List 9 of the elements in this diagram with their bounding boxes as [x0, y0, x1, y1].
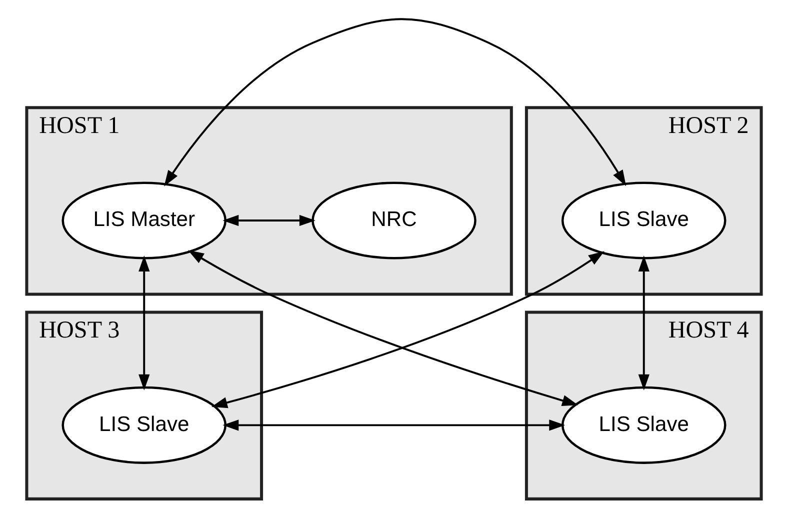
arrow [638, 255, 650, 390]
node-ellipse: LIS Slave [561, 181, 726, 259]
node-ellipse: LIS Master [62, 181, 227, 259]
node-ellipse: LIS Slave [62, 386, 227, 464]
arrow [222, 214, 316, 226]
node-ellipse: NRC [312, 181, 476, 259]
arrow [138, 255, 150, 390]
arrow [222, 419, 566, 430]
arrow [164, 18, 626, 186]
